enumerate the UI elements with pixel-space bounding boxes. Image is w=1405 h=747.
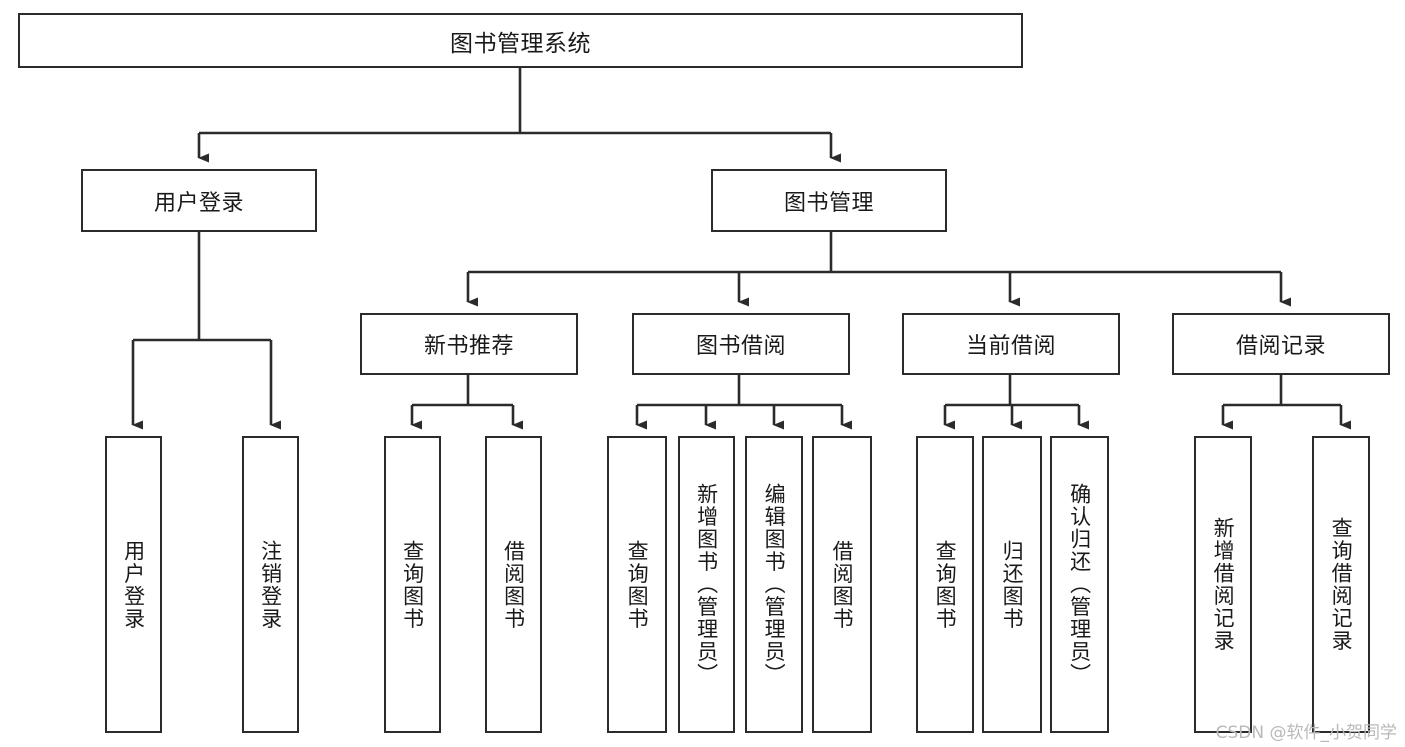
leaf-edit-book-admin[interactable]: 编辑图书（管理员） (745, 436, 803, 733)
leaf-query-book-current[interactable]: 查询图书 (916, 436, 974, 733)
watermark-text: CSDN @软件_小贺同学 (1215, 723, 1397, 743)
leaf-borrow-book-recommend[interactable]: 借阅图书 (485, 436, 542, 733)
leaf-user-login[interactable]: 用户登录 (105, 436, 162, 733)
node-book-management[interactable]: 图书管理 (711, 169, 947, 232)
node-root-library-system[interactable]: 图书管理系统 (18, 13, 1023, 68)
node-current-borrow[interactable]: 当前借阅 (902, 313, 1120, 375)
node-user-login[interactable]: 用户登录 (81, 169, 317, 232)
leaf-borrow-book[interactable]: 借阅图书 (812, 436, 872, 733)
leaf-query-borrow-record[interactable]: 查询借阅记录 (1312, 436, 1370, 733)
node-new-book-recommend[interactable]: 新书推荐 (360, 313, 578, 375)
leaf-query-book-borrow[interactable]: 查询图书 (607, 436, 667, 733)
leaf-add-borrow-record[interactable]: 新增借阅记录 (1194, 436, 1252, 733)
leaf-query-book-recommend[interactable]: 查询图书 (384, 436, 441, 733)
leaf-add-book-admin[interactable]: 新增图书（管理员） (678, 436, 735, 733)
node-book-borrow[interactable]: 图书借阅 (632, 313, 850, 375)
leaf-return-book[interactable]: 归还图书 (982, 436, 1042, 733)
node-borrow-record[interactable]: 借阅记录 (1172, 313, 1390, 375)
leaf-confirm-return-admin[interactable]: 确认归还（管理员） (1050, 436, 1109, 733)
leaf-logout[interactable]: 注销登录 (242, 436, 299, 733)
